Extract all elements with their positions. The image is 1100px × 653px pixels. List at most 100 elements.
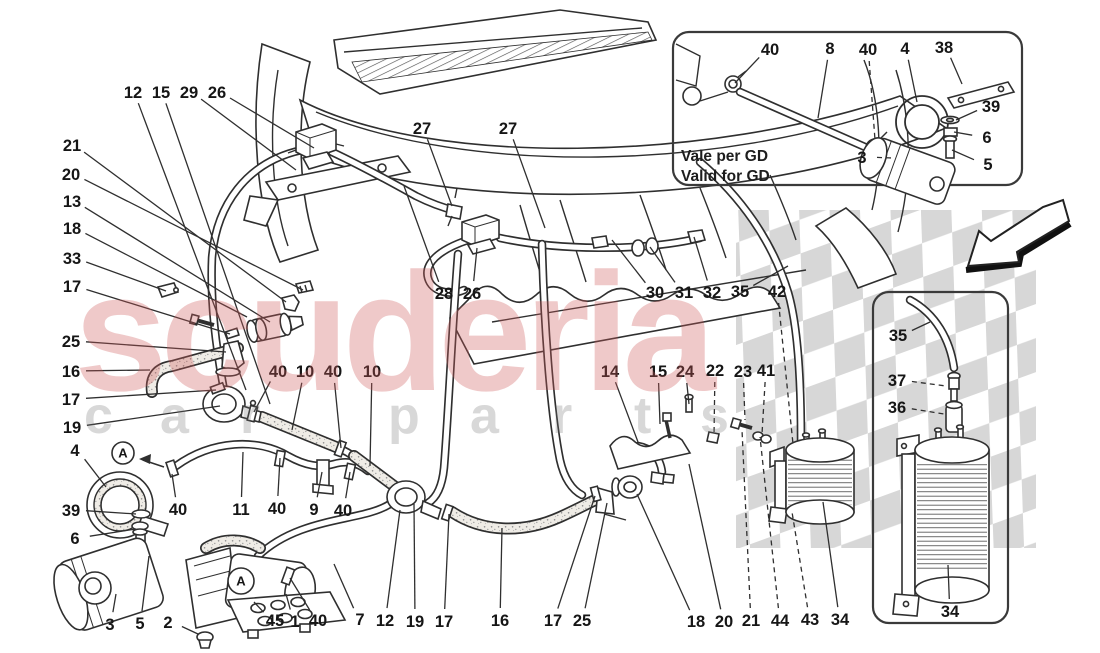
leader-line: [693, 236, 708, 281]
callout-label: 19: [63, 419, 81, 437]
callout-label: 35: [731, 283, 749, 301]
callout-label: 40: [309, 612, 327, 630]
leader-line: [316, 471, 323, 498]
callout-label: 4: [900, 40, 910, 58]
leader-line: [791, 511, 809, 608]
leader-line: [817, 59, 829, 119]
air-pump-assembly: [53, 471, 347, 649]
callout-label: 34: [941, 603, 960, 621]
leader-line: [444, 513, 450, 610]
leader-line: [907, 59, 918, 103]
callout-label: 11: [232, 501, 249, 519]
air-valve-2: [386, 480, 454, 522]
leader-line: [953, 131, 973, 136]
inset-note-line2: Valid for GD: [681, 168, 770, 185]
callout-label: 12: [376, 612, 394, 630]
callout-label: 8: [825, 40, 834, 58]
leader-line: [85, 232, 248, 318]
gd-inset: Vale per GD Valid for GD: [671, 30, 1024, 205]
callout-label: 27: [499, 120, 517, 138]
callout-label: 40: [324, 363, 342, 381]
leader-line: [734, 56, 760, 84]
callout-label: 1: [290, 613, 299, 631]
leader-line: [85, 369, 151, 372]
callout-label: 16: [62, 363, 80, 381]
leader-line: [499, 527, 503, 609]
leader-line: [386, 509, 401, 609]
canister-inset: [871, 290, 1010, 625]
leader-line: [181, 625, 199, 635]
callout-label: 40: [269, 363, 287, 381]
leader-line: [83, 151, 287, 303]
callout-label: 28: [435, 285, 453, 303]
callout-label: 17: [63, 278, 81, 296]
solenoid-valve-1: [287, 123, 345, 170]
leader-line: [876, 156, 894, 159]
leader-line: [636, 493, 691, 611]
callout-label: 40: [268, 500, 286, 518]
callout-label: 6: [982, 129, 991, 147]
callout-label: 36: [888, 399, 906, 417]
callout-label: 21: [63, 137, 81, 155]
callout-label: 13: [63, 193, 81, 211]
leader-line: [85, 341, 227, 353]
leader-line: [86, 405, 221, 426]
callout-label: 26: [208, 84, 226, 102]
callout-label: 21: [742, 612, 760, 630]
callout-label: 39: [62, 502, 80, 520]
leader-line: [200, 98, 297, 171]
callout-label: 24: [676, 363, 695, 381]
callout-label: 22: [706, 362, 724, 380]
leader-line: [713, 381, 716, 437]
leader-line: [291, 382, 303, 431]
leader-line: [403, 185, 440, 283]
callout-label: 44: [771, 612, 790, 630]
callout-label: 37: [888, 372, 906, 390]
inset-note-line1: Vale per GD: [681, 148, 768, 165]
leader-line: [85, 261, 167, 292]
view-markers: AA: [111, 441, 255, 595]
leader-line: [426, 138, 453, 207]
leader-line: [911, 321, 931, 332]
leader-line: [911, 408, 945, 415]
callout-label: 32: [703, 284, 721, 302]
leader-line: [84, 458, 107, 488]
callout-label: 20: [62, 166, 80, 184]
leader-line: [657, 382, 661, 425]
callout-label: 16: [491, 612, 509, 630]
leader-line: [253, 601, 265, 613]
air-valve-1: [202, 381, 262, 424]
callout-label: 40: [859, 41, 877, 59]
solenoid-valve-2: [461, 214, 500, 255]
leader-line: [557, 495, 596, 609]
callout-label: 34: [831, 611, 850, 629]
callout-label: 42: [768, 283, 786, 301]
callout-label: 40: [761, 41, 779, 59]
callout-label: 25: [62, 333, 80, 351]
leader-line: [955, 109, 978, 121]
leader-line: [141, 555, 150, 612]
callout-label: 20: [715, 613, 733, 631]
leader-line: [137, 102, 247, 391]
callout-label: 19: [406, 613, 424, 631]
leader-line: [240, 451, 244, 498]
view-marker-letter: A: [118, 446, 128, 461]
callout-label: 3: [857, 149, 866, 167]
callout-label: 17: [544, 612, 562, 630]
leader-line: [951, 149, 975, 161]
callout-label: 30: [646, 284, 664, 302]
leader-line: [759, 436, 780, 609]
leader-line: [333, 563, 355, 609]
engine-drawing: [243, 9, 948, 365]
leader-line: [85, 510, 137, 515]
canister-42: [768, 428, 855, 525]
leader-line: [171, 473, 177, 498]
leader-line: [89, 528, 137, 537]
leader-line: [686, 382, 690, 405]
callout-label: 2: [163, 614, 172, 632]
leader-line: [512, 139, 546, 229]
components: [139, 123, 772, 522]
